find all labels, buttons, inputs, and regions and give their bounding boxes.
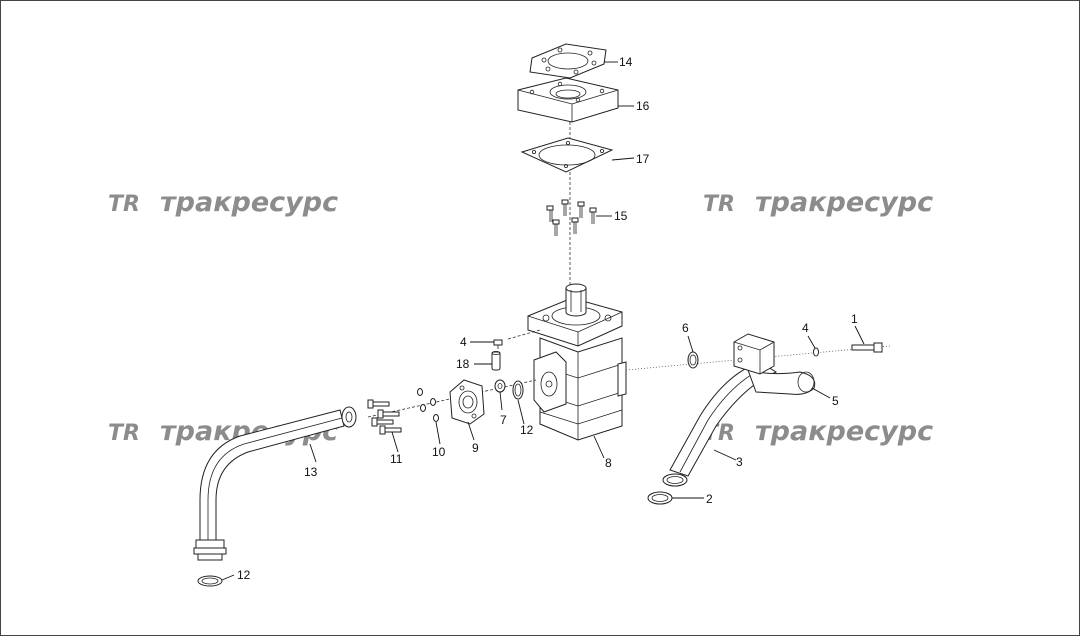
part-6-o-ring xyxy=(687,351,699,369)
part-7-washer xyxy=(494,379,506,393)
svg-text:TR: TR xyxy=(703,192,735,217)
part-4-washer-right xyxy=(813,347,819,357)
svg-text:TR: TR xyxy=(108,192,140,217)
part-9-flange xyxy=(449,379,485,425)
svg-text:тракресурс: тракресурс xyxy=(755,187,933,218)
callout-17: 17 xyxy=(636,152,650,166)
callout-18: 18 xyxy=(456,357,470,371)
callout-12-bottom: 12 xyxy=(237,568,251,582)
svg-text:TR: TR xyxy=(108,421,140,446)
part-11-bolts xyxy=(367,399,402,435)
callout-6: 6 xyxy=(682,321,689,335)
part-block-fitting xyxy=(733,333,775,375)
callout-3: 3 xyxy=(736,455,743,469)
part-15-bolts xyxy=(546,199,597,236)
callout-12-center: 12 xyxy=(520,423,534,437)
part-16-adapter-plate xyxy=(517,77,619,123)
callout-4-left: 4 xyxy=(460,335,467,349)
part-17-gasket xyxy=(520,137,614,173)
part-12-o-ring-center xyxy=(512,380,524,400)
callout-1: 1 xyxy=(851,312,858,326)
part-4-fitting-left xyxy=(493,339,503,349)
part-13-intake-hose xyxy=(193,406,357,561)
watermark-top-right: TR тракресурс xyxy=(703,187,933,218)
callout-11: 11 xyxy=(390,452,403,466)
callout-4-right: 4 xyxy=(802,321,809,335)
callout-13: 13 xyxy=(304,465,318,479)
callout-16: 16 xyxy=(636,99,650,113)
assembly-line-4 xyxy=(507,329,541,340)
svg-text:тракресурс: тракресурс xyxy=(160,187,338,218)
callout-15: 15 xyxy=(614,209,628,223)
part-14-gasket xyxy=(529,43,607,79)
part-5-tube-bend xyxy=(747,369,816,395)
leader-lines xyxy=(221,61,865,581)
watermark-top-left: TR тракресурс xyxy=(108,187,338,218)
watermark-bottom-right: TR тракресурс xyxy=(703,416,933,447)
callout-14: 14 xyxy=(619,55,633,69)
callout-7: 7 xyxy=(500,413,507,427)
part-12-o-ring-bottom xyxy=(197,575,223,587)
part-1-bolt xyxy=(851,342,883,353)
callout-9: 9 xyxy=(472,441,479,455)
callout-10: 10 xyxy=(432,445,446,459)
callout-5: 5 xyxy=(832,394,839,408)
part-10-washers xyxy=(417,388,439,422)
callout-8: 8 xyxy=(605,456,612,470)
part-8-pump-body xyxy=(527,283,627,441)
svg-text:тракресурс: тракресурс xyxy=(755,416,933,447)
part-18-dowel-pin xyxy=(491,350,501,371)
callout-2: 2 xyxy=(706,492,713,506)
part-2-o-rings xyxy=(647,473,688,505)
